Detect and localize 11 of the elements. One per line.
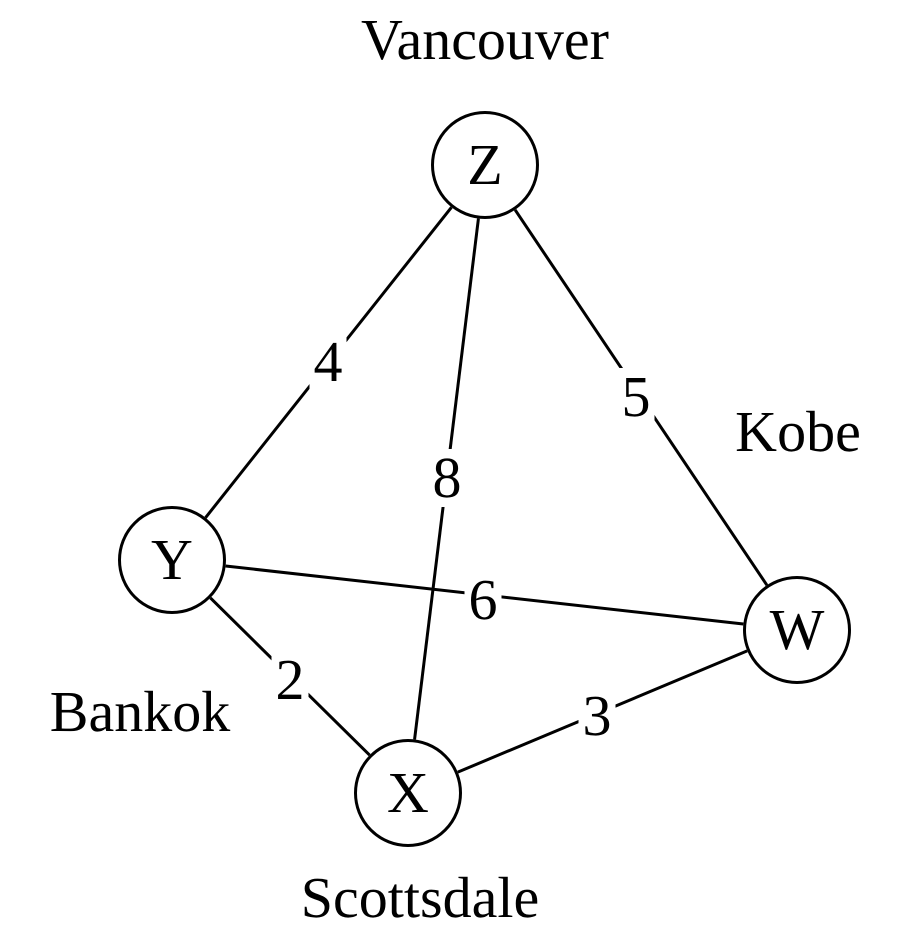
edge-line [413, 218, 480, 740]
node-letter: X [387, 764, 429, 822]
edge-line [226, 564, 744, 626]
edge-line [457, 649, 748, 774]
city-label: Scottsdale [300, 869, 540, 927]
node-letter: W [770, 601, 824, 659]
node-letter: Y [151, 531, 193, 589]
city-label: Kobe [735, 403, 861, 461]
city-label: Bankok [50, 683, 230, 741]
node-letter: Z [467, 136, 503, 194]
city-label: Vancouver [361, 11, 609, 69]
